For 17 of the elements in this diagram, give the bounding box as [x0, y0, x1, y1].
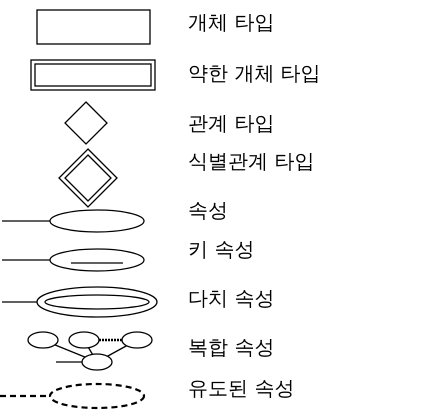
symbol-caption: 유도된 속성 [188, 376, 294, 400]
connector-line [56, 361, 82, 363]
symbol-caption: 다치 속성 [188, 286, 274, 310]
symbol-caption: 관계 타입 [188, 111, 274, 135]
symbol-caption: 키 속성 [188, 237, 254, 261]
connector-line [88, 347, 94, 355]
connector-line [54, 344, 86, 358]
symbol-caption: 복합 속성 [188, 335, 274, 359]
symbol-caption: 식별관계 타입 [188, 149, 314, 173]
symbol-caption: 약한 개체 타입 [188, 61, 321, 85]
connector-line [2, 301, 37, 303]
symbol-caption: 속성 [188, 198, 228, 222]
connector-line [2, 259, 50, 261]
connector-line [2, 220, 50, 222]
dotted-line [99, 338, 122, 342]
symbol-caption: 개체 타입 [188, 10, 274, 34]
connector-line [107, 345, 127, 357]
